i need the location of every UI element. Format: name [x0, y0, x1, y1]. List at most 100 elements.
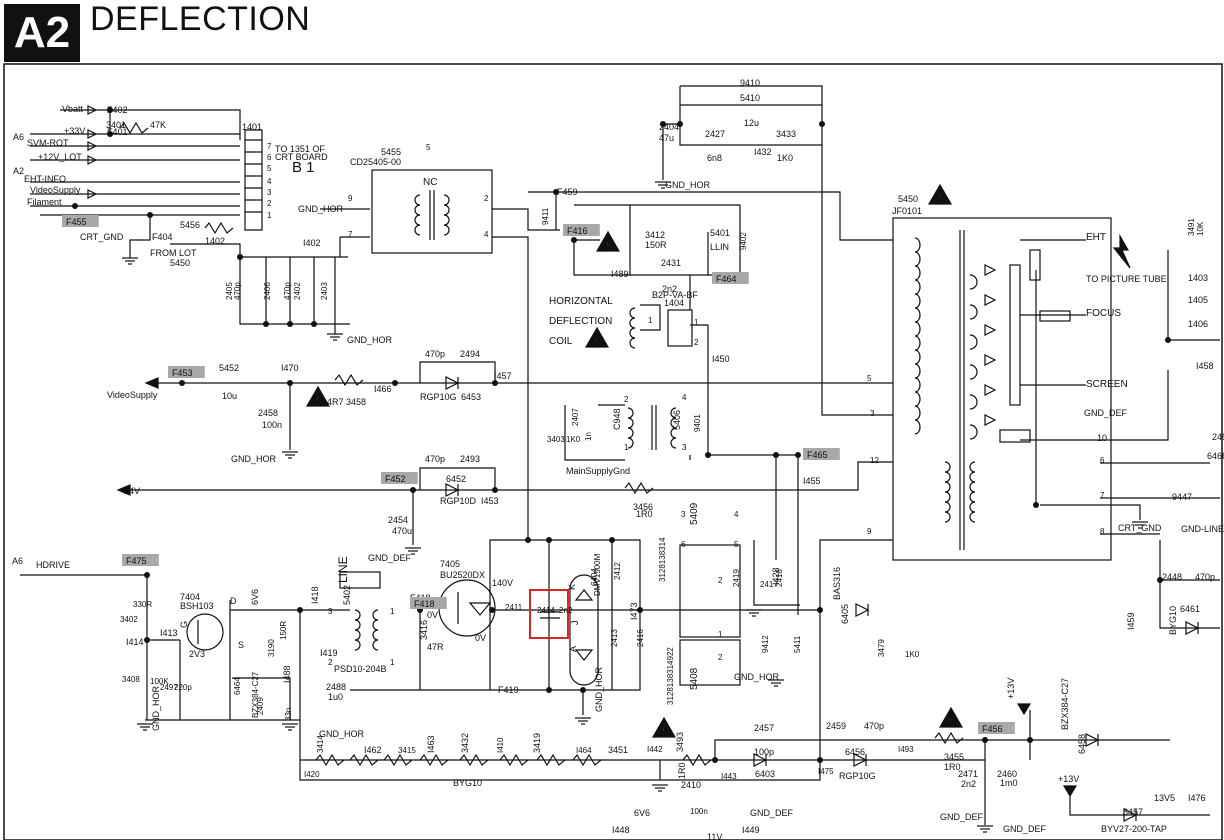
component-label: 1401 [242, 122, 262, 132]
pin-number: 7 [348, 230, 353, 239]
component-label: 2410 [681, 780, 701, 790]
pin-number: 2 [718, 653, 723, 662]
component-label: 33n [284, 708, 293, 721]
wire [20, 574, 148, 610]
junction-dot [1165, 337, 1171, 343]
connector-tag-bg [168, 366, 205, 378]
focus-resistor-chain [1009, 264, 1021, 406]
resistor [682, 753, 712, 767]
component-label: G [179, 621, 189, 628]
coil [372, 609, 379, 621]
component-label: 100n [262, 420, 282, 430]
resistor [419, 753, 449, 767]
component-label: I462 [364, 745, 382, 755]
junction-dot [546, 537, 552, 543]
component-label: 470p [425, 454, 445, 464]
component-label: 1m0 [1000, 778, 1018, 788]
junction-dot [609, 537, 615, 543]
wire [419, 467, 496, 490]
component-label: 0V [475, 633, 486, 643]
coil [627, 417, 634, 429]
component-label: I457 [494, 371, 512, 381]
resistor [383, 753, 413, 767]
component-label: PSD10-204B [334, 664, 387, 674]
coil [372, 639, 379, 651]
pin-number: 7 [1100, 491, 1105, 500]
components: !!!!!! [3, 63, 1223, 840]
component-label: 1R0 [636, 509, 653, 519]
component-label: 7404 [180, 592, 200, 602]
component-label: 9411 [541, 207, 550, 225]
winding-coil [914, 307, 921, 323]
diode [574, 649, 594, 661]
junction-dot [637, 607, 643, 613]
transformer-5408 [679, 639, 741, 686]
connector-tag-label: F456 [982, 724, 1003, 734]
coil [627, 407, 634, 419]
component-label: 6n8 [707, 153, 722, 163]
warning-icon-mark: ! [938, 194, 941, 205]
connector-tag-label: F452 [385, 474, 406, 484]
component-label: 2404 [659, 122, 679, 132]
junction-dot [571, 237, 577, 243]
component-label: 2427 [705, 129, 725, 139]
wire [492, 236, 529, 540]
pin-number: 2 [694, 338, 699, 347]
component-label: 2471 [958, 769, 978, 779]
junction-dot [237, 254, 243, 260]
winding-coil [969, 481, 976, 493]
component-label: BAS316 [832, 567, 842, 600]
deflection-connector [667, 309, 693, 347]
pin-number: 1 [390, 607, 395, 616]
component-label: EHT-INFO [24, 174, 66, 184]
wire [1040, 504, 1141, 520]
component-label: I458 [1196, 361, 1214, 371]
component-label: 12u [744, 118, 759, 128]
component-label: 3432 [460, 733, 470, 753]
component-label: SCREEN [1086, 379, 1128, 390]
junction-dot [553, 189, 559, 195]
component-label: GND_HOR [347, 335, 393, 345]
wire [1020, 370, 1169, 441]
component-label: I419 [320, 648, 338, 658]
component-label: A [568, 646, 578, 652]
coil [414, 194, 421, 206]
winding-coil [914, 293, 921, 309]
junction-dot [287, 321, 293, 327]
component-label: 2402 [293, 282, 302, 300]
pin-number: 12 [870, 456, 879, 465]
pin-number: 5 [426, 143, 431, 152]
component-label: K [567, 584, 577, 590]
winding-coil [944, 501, 951, 513]
junction-dot [311, 321, 317, 327]
wire [129, 215, 151, 258]
pin-number: 5 [734, 540, 739, 549]
connector-tag-label: F455 [66, 217, 87, 227]
component-label: 7405 [440, 559, 460, 569]
component-label: RGP10G [420, 392, 457, 402]
winding-coil [914, 419, 921, 435]
deflection-coil [629, 317, 636, 329]
coil [670, 437, 677, 449]
component-label: 6466 [1207, 451, 1224, 461]
component-label: 6456 [845, 747, 865, 757]
resistor [315, 753, 345, 767]
pin-number: 4 [484, 230, 489, 239]
component-label: J [570, 621, 580, 626]
component-label: 5455 [381, 147, 401, 157]
junction-dot [72, 203, 78, 209]
component-label: GND_HOR [734, 672, 780, 682]
component-label: 47K [150, 120, 166, 130]
component-label: I413 [160, 628, 178, 638]
diode [853, 753, 868, 767]
component-label: 2411 [505, 603, 523, 612]
component-label: 2n2 [961, 779, 976, 789]
component-label: 9412 [761, 635, 770, 653]
component-label: 1405 [1188, 295, 1208, 305]
deflection-coil [629, 337, 636, 349]
coil [354, 639, 361, 651]
resistor [459, 753, 489, 767]
component-label: 5452 [219, 363, 239, 373]
junction-dot [580, 687, 586, 693]
component-label: 220p [174, 683, 192, 692]
